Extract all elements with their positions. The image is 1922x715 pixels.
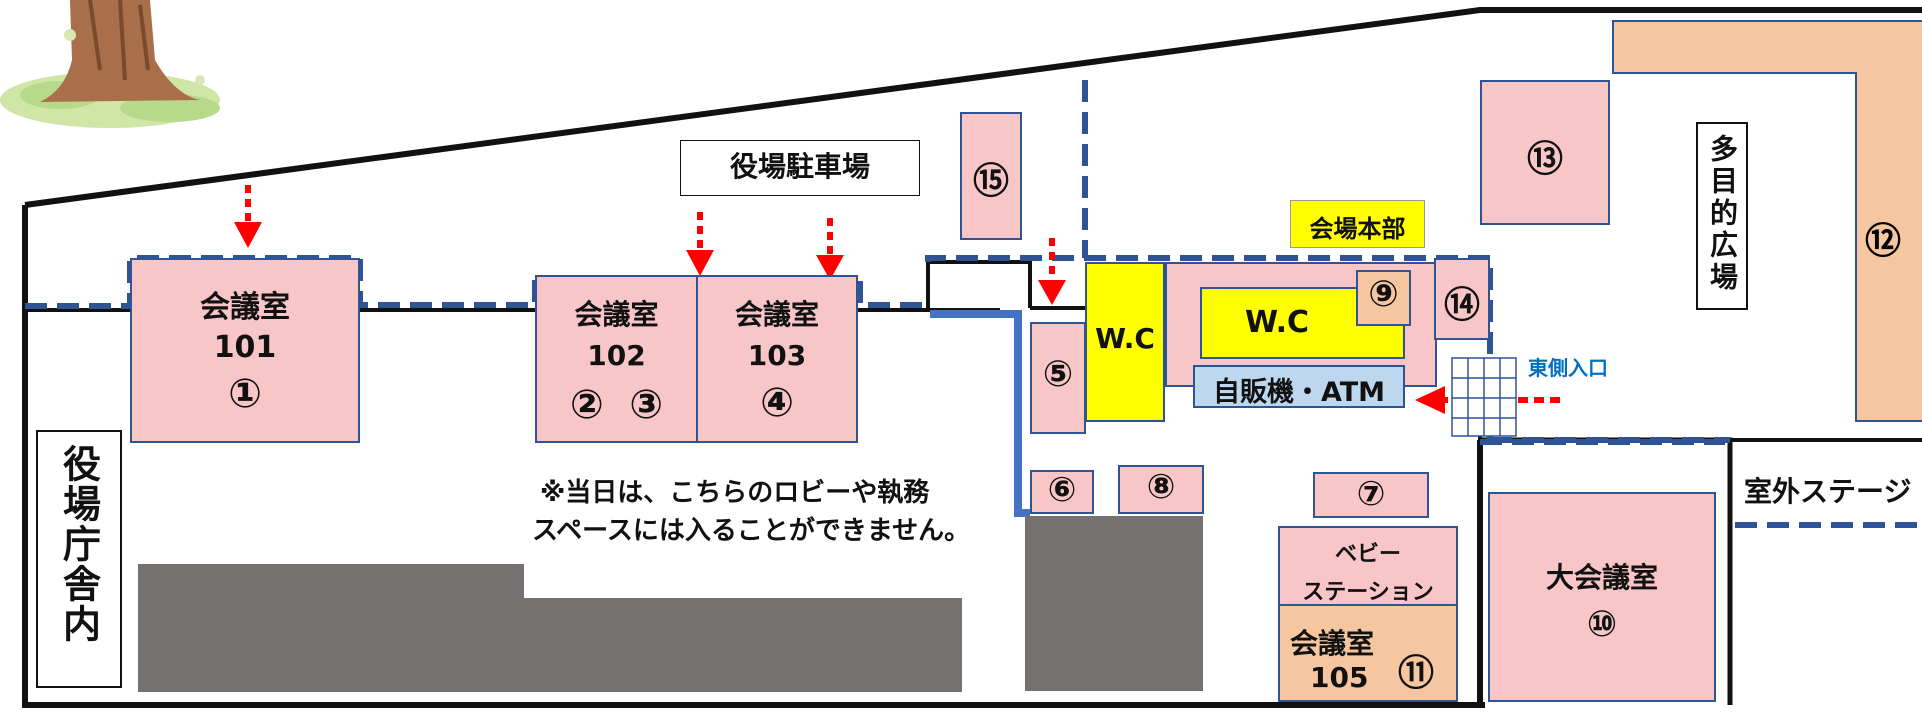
venue-hq-label: 会場本部 — [1309, 215, 1406, 243]
baby-station-line-2: ステーション — [1302, 580, 1434, 605]
outdoor-stage-label: 室外ステージ — [1744, 475, 1912, 508]
multipurpose-plaza-side[interactable]: ⑫ — [1855, 72, 1922, 422]
meeting-room-105[interactable]: 会議室 105 ⑪ — [1278, 604, 1458, 702]
town-hall-interior-label: 役場庁舎内 — [56, 444, 101, 644]
room-103-number: 103 — [747, 339, 807, 372]
restricted-area-right — [1025, 516, 1203, 691]
area-5-marker: ⑤ — [1042, 354, 1074, 395]
large-hall-marker: ⑩ — [1586, 604, 1618, 645]
area-7[interactable]: ⑦ — [1313, 472, 1429, 518]
area-6[interactable]: ⑥ — [1030, 470, 1094, 514]
multipurpose-square-label-box: 多目的広場 — [1696, 122, 1748, 310]
area-14-marker: ⑭ — [1443, 285, 1480, 326]
area-9[interactable]: ⑨ — [1356, 270, 1411, 326]
meeting-room-102[interactable]: 会議室 102 ② ③ — [535, 275, 698, 443]
room-105-name: 会議室 — [1290, 627, 1375, 660]
area-7-marker: ⑦ — [1356, 474, 1386, 514]
baby-station[interactable]: ベビー ステーション — [1278, 526, 1458, 606]
room-102-marker-b: ③ — [629, 382, 664, 428]
area-5[interactable]: ⑤ — [1030, 322, 1086, 434]
room-105-number: 105 — [1310, 661, 1369, 694]
room-102-number: 102 — [587, 339, 646, 372]
tree-stump-illustration — [0, 0, 220, 128]
room-101-marker: ① — [228, 371, 262, 417]
area-14[interactable]: ⑭ — [1434, 258, 1490, 340]
restricted-area-middle — [520, 598, 962, 692]
area-9-marker: ⑨ — [1368, 274, 1399, 315]
vending-atm[interactable]: 自販機・ATM — [1193, 365, 1405, 408]
town-hall-parking-label: 役場駐車場 — [680, 140, 920, 196]
vending-atm-label: 自販機・ATM — [1212, 377, 1386, 408]
restricted-area-left — [138, 564, 524, 692]
room-105-marker: ⑪ — [1398, 653, 1435, 694]
east-entrance-label: 東側入口 — [1528, 356, 1608, 380]
room-101-name: 会議室 — [200, 290, 290, 325]
area-12-marker: ⑫ — [1865, 221, 1902, 262]
room-102-marker-a: ② — [569, 382, 604, 428]
area-15[interactable]: ⑮ — [960, 112, 1022, 240]
multipurpose-plaza-top[interactable] — [1612, 20, 1922, 74]
room-103-marker: ④ — [760, 380, 794, 426]
restroom-wc-1-label: W.C — [1095, 322, 1155, 355]
meeting-room-101[interactable]: 会議室 101 ① — [130, 258, 360, 443]
room-103-name: 会議室 — [734, 298, 819, 331]
notice-line-1: ※当日は、こちらのロビーや執務 — [540, 478, 930, 508]
large-meeting-hall[interactable]: 大会議室 ⑩ — [1488, 492, 1716, 702]
area-8-marker: ⑧ — [1146, 467, 1176, 507]
restroom-wc-2-label: W.C — [1244, 305, 1310, 340]
room-102-name: 会議室 — [574, 298, 659, 331]
room-102-markers: ② ③ — [537, 382, 696, 428]
area-8[interactable]: ⑧ — [1118, 465, 1204, 514]
area-13-marker: ⑬ — [1526, 139, 1563, 180]
area-15-marker: ⑮ — [972, 161, 1009, 202]
venue-hq-label-box: 会場本部 — [1290, 200, 1425, 248]
meeting-room-103[interactable]: 会議室 103 ④ — [696, 275, 858, 443]
restroom-wc-1[interactable]: W.C — [1085, 262, 1165, 422]
notice-line-2: スペースには入ることができません。 — [532, 516, 971, 546]
area-6-marker: ⑥ — [1047, 470, 1077, 510]
large-hall-name: 大会議室 — [1545, 561, 1658, 594]
baby-station-line-1: ベビー — [1334, 542, 1401, 567]
area-13[interactable]: ⑬ — [1480, 80, 1610, 225]
room-101-number: 101 — [213, 330, 277, 365]
town-hall-interior-label-box: 役場庁舎内 — [36, 430, 122, 688]
multipurpose-square-label: 多目的広場 — [1706, 134, 1739, 294]
